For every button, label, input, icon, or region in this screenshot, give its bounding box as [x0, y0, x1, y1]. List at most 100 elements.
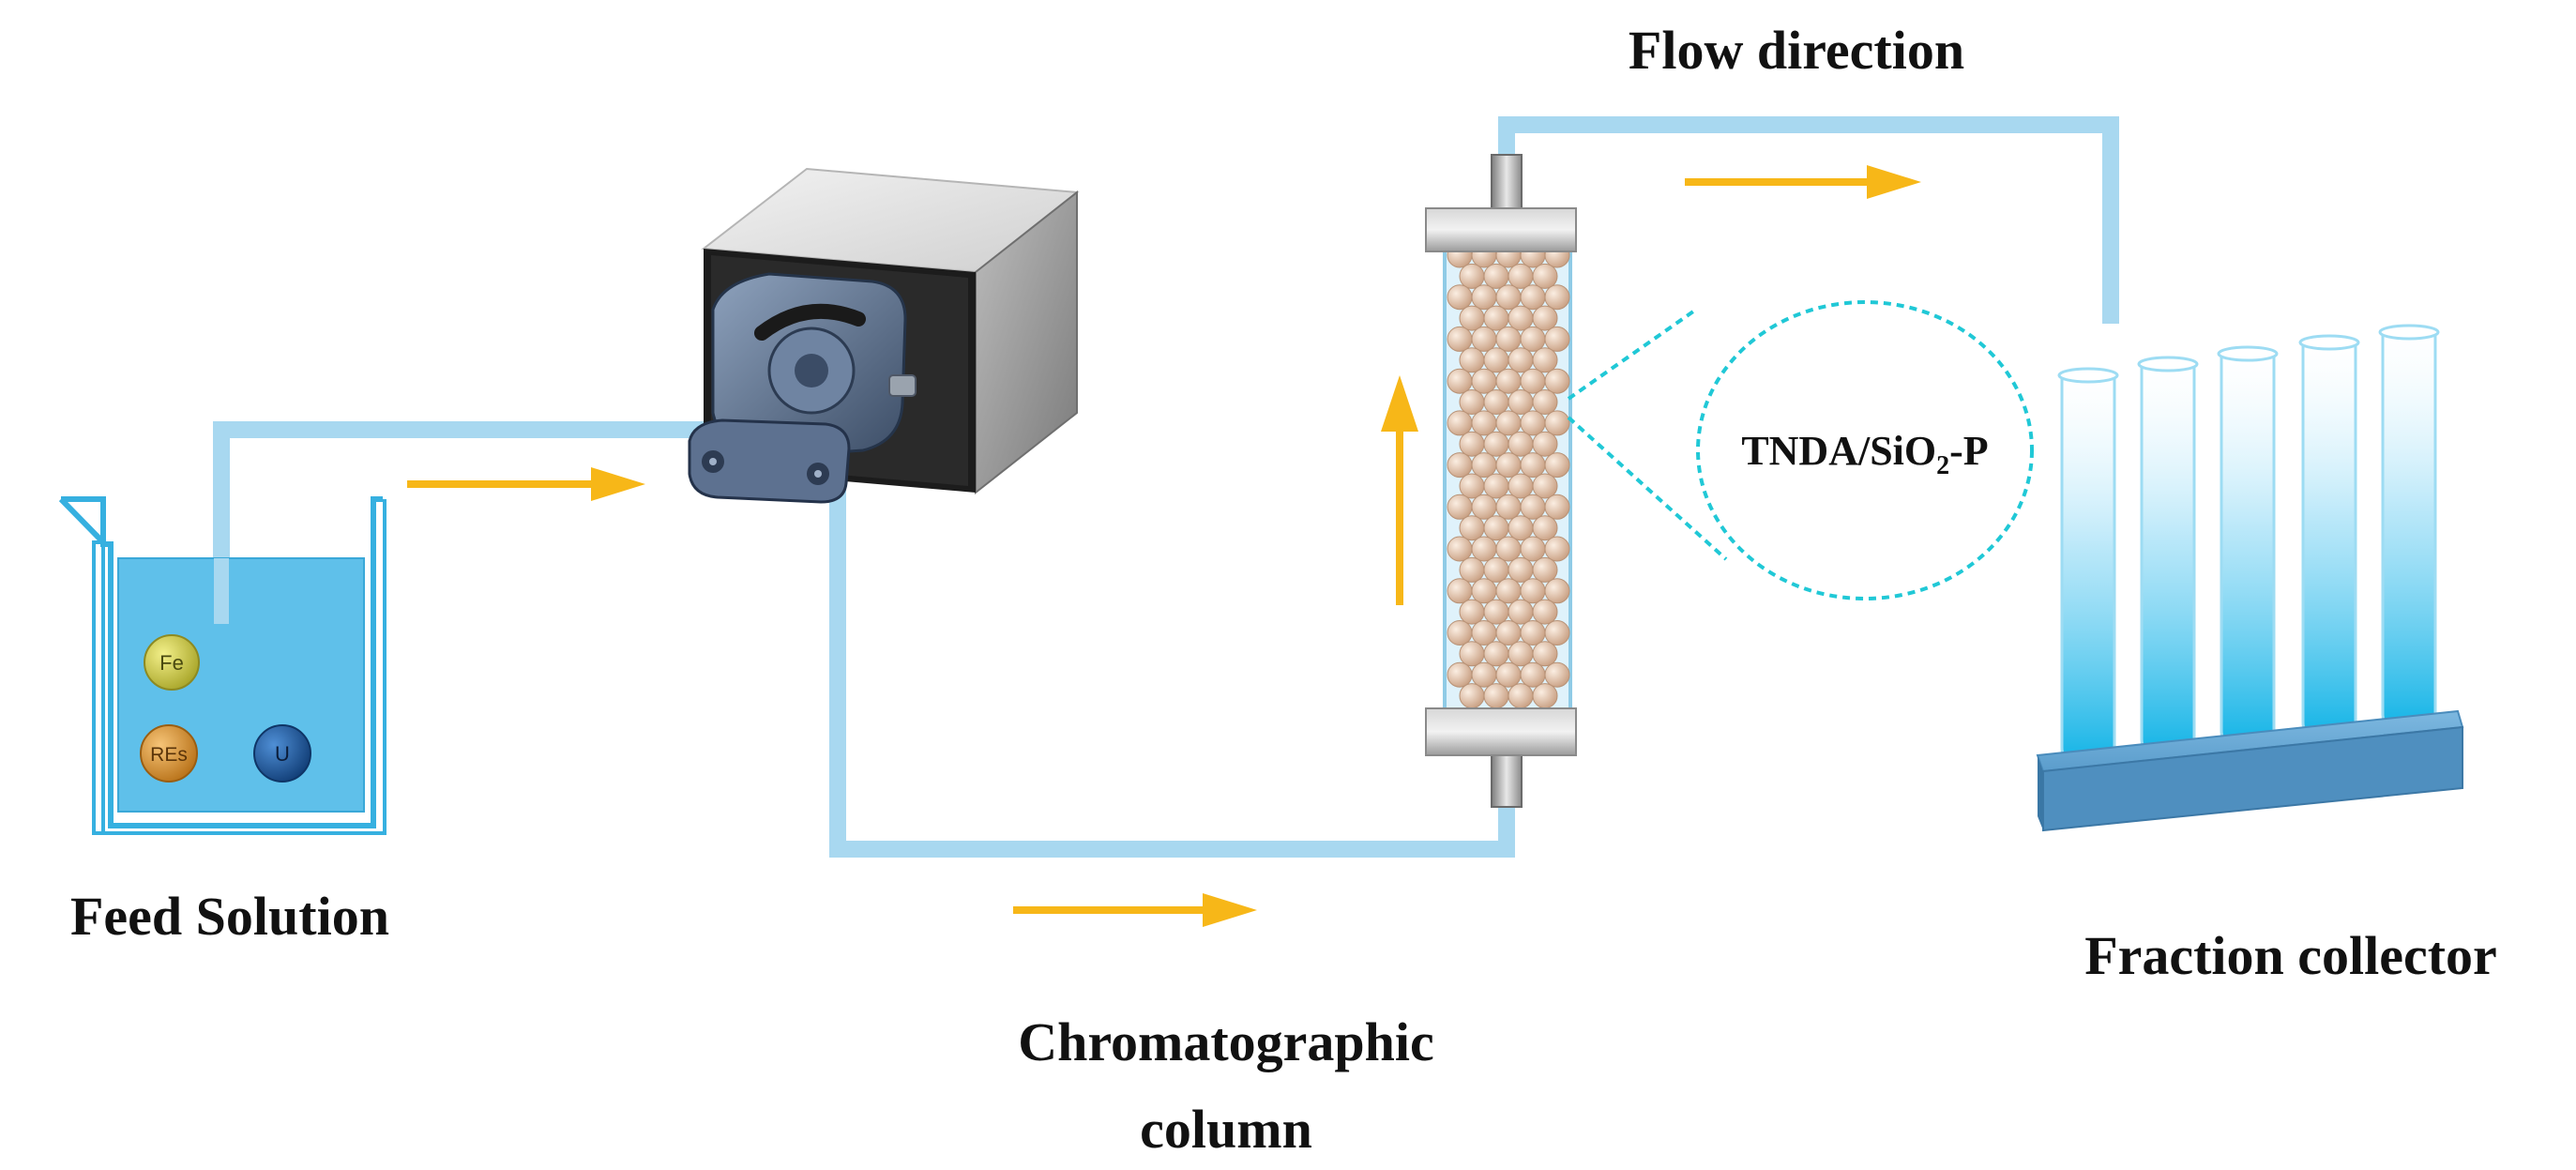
test-tube-rack-icon [2036, 324, 2464, 832]
bead [1447, 494, 1473, 520]
bead [1508, 431, 1534, 457]
bead [1508, 347, 1534, 373]
bead [1483, 347, 1509, 373]
bead [1483, 641, 1509, 667]
tubing [213, 116, 2119, 858]
chromatographic-column-icon [1425, 154, 1577, 808]
bead [1459, 683, 1485, 709]
bead [1483, 683, 1509, 709]
bead [1532, 389, 1558, 415]
bead [1520, 494, 1546, 520]
bead [1447, 578, 1473, 604]
bead [1544, 452, 1570, 479]
beaker-outline [61, 496, 383, 828]
chromatographic-column-label-line2: column [1140, 1099, 1312, 1160]
bead [1508, 599, 1534, 625]
bead [1495, 284, 1522, 311]
flow-arrow-bottom [1013, 893, 1257, 927]
bead [1483, 263, 1509, 289]
bead [1447, 326, 1473, 352]
bead [1520, 326, 1546, 352]
bead [1471, 410, 1497, 436]
bead [1532, 515, 1558, 541]
test-tube [2057, 367, 2119, 767]
bead [1532, 599, 1558, 625]
bead [1544, 326, 1570, 352]
bead [1544, 494, 1570, 520]
bead [1495, 494, 1522, 520]
test-tube [2378, 324, 2440, 733]
bead [1459, 347, 1485, 373]
bead [1471, 494, 1497, 520]
fraction-collector-label: Fraction collector [2084, 925, 2497, 986]
ion-fe: Fe [144, 634, 200, 691]
bead [1471, 326, 1497, 352]
bead [1495, 368, 1522, 394]
ion-u: U [253, 724, 311, 783]
material-label: TNDA/SiO2-P [1741, 428, 1988, 480]
bead [1508, 389, 1534, 415]
bead [1483, 515, 1509, 541]
bead [1471, 368, 1497, 394]
bead [1483, 305, 1509, 331]
ions: Fe REs U [140, 634, 311, 783]
bead [1495, 536, 1522, 562]
bead [1544, 410, 1570, 436]
ion-res: REs [140, 724, 198, 783]
bead [1447, 410, 1473, 436]
test-tubes [2057, 324, 2440, 767]
bead [1532, 347, 1558, 373]
flow-arrow-up [1381, 375, 1418, 605]
bead [1508, 556, 1534, 583]
bead [1447, 661, 1473, 688]
bead [1483, 431, 1509, 457]
ion-u-label: U [275, 742, 290, 766]
bead [1495, 452, 1522, 479]
chromatographic-column-label-line1: Chromatographic [1018, 1011, 1434, 1072]
bead [1532, 641, 1558, 667]
bead [1471, 284, 1497, 311]
bead [1495, 620, 1522, 646]
bead [1459, 599, 1485, 625]
bead [1520, 620, 1546, 646]
tube-pump-to-column [829, 488, 1515, 858]
tube-beaker-to-pump [213, 421, 713, 619]
bead [1495, 326, 1522, 352]
bead [1447, 536, 1473, 562]
bead [1459, 556, 1485, 583]
bead [1471, 620, 1497, 646]
material-zoom-callout: TNDA/SiO2-P [1567, 300, 2034, 600]
bead [1520, 452, 1546, 479]
bead [1447, 452, 1473, 479]
ion-fe-label: Fe [159, 651, 184, 675]
test-tube [2217, 345, 2279, 750]
test-tube [2137, 356, 2199, 758]
bead [1483, 556, 1509, 583]
bead [1532, 683, 1558, 709]
bead [1544, 368, 1570, 394]
ion-res-label: REs [150, 744, 188, 766]
bead [1544, 578, 1570, 604]
bead [1459, 431, 1485, 457]
bead [1520, 661, 1546, 688]
flow-arrow-top [1685, 165, 1921, 199]
bead [1520, 368, 1546, 394]
bead [1508, 305, 1534, 331]
bead [1447, 284, 1473, 311]
bead [1447, 368, 1473, 394]
bead [1459, 389, 1485, 415]
bead [1508, 683, 1534, 709]
bead [1483, 389, 1509, 415]
bead [1520, 410, 1546, 436]
bead [1532, 431, 1558, 457]
bead [1544, 536, 1570, 562]
bead [1483, 599, 1509, 625]
bead [1508, 473, 1534, 499]
bead [1532, 305, 1558, 331]
bead [1508, 263, 1534, 289]
bead [1508, 515, 1534, 541]
bead [1471, 452, 1497, 479]
peristaltic-pump-icon [688, 167, 1080, 504]
